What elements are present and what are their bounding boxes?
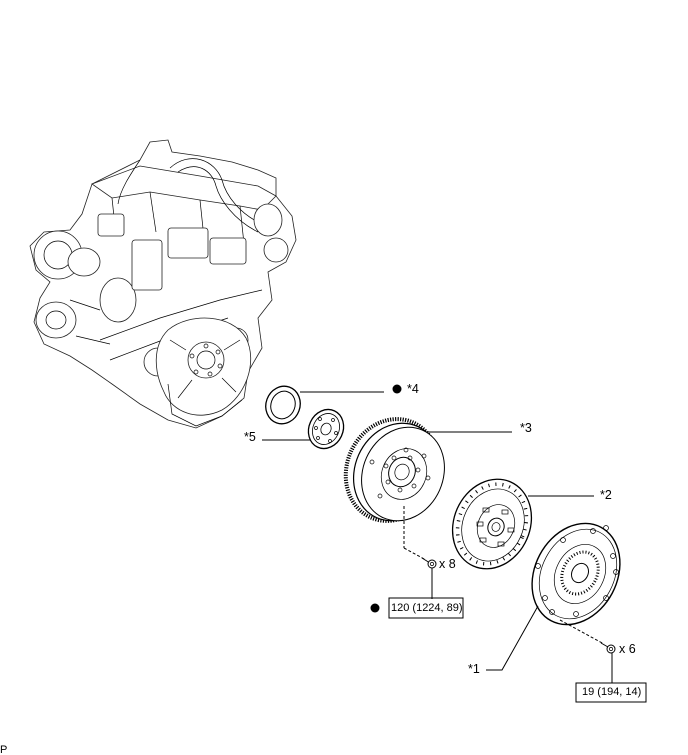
engine-assembly-illustration [29,139,297,429]
flywheel-spacer-plate [307,408,345,450]
rear-oil-seal [265,385,301,425]
callout-5: *5 [244,430,256,444]
flywheel-torque-value: 120 (1224, 89) [391,602,463,614]
cover-torque-box [575,682,647,703]
clutch-cover-bolt [600,642,616,654]
clutch-disc [451,478,533,570]
cover-bolt-axis-line [559,619,605,645]
clutch-cover [531,522,621,626]
corner-mark: P [0,744,7,755]
flywheel-torque-box [388,597,464,619]
non-reusable-marker-4 [392,384,402,394]
flywheel-bolt [421,557,437,569]
flywheel-bolt-count: x 8 [439,557,456,571]
callout-2: *2 [600,488,612,502]
callout-4: *4 [407,382,419,396]
oil-marker-flywheel-bolt [370,603,380,613]
flywheel [343,417,445,523]
cover-torque-value: 19 (194, 14) [582,686,641,698]
callout-3: *3 [520,421,532,435]
callout-1: *1 [468,662,480,676]
leader-line-1 [486,605,539,671]
cover-bolt-count: x 6 [619,642,636,656]
